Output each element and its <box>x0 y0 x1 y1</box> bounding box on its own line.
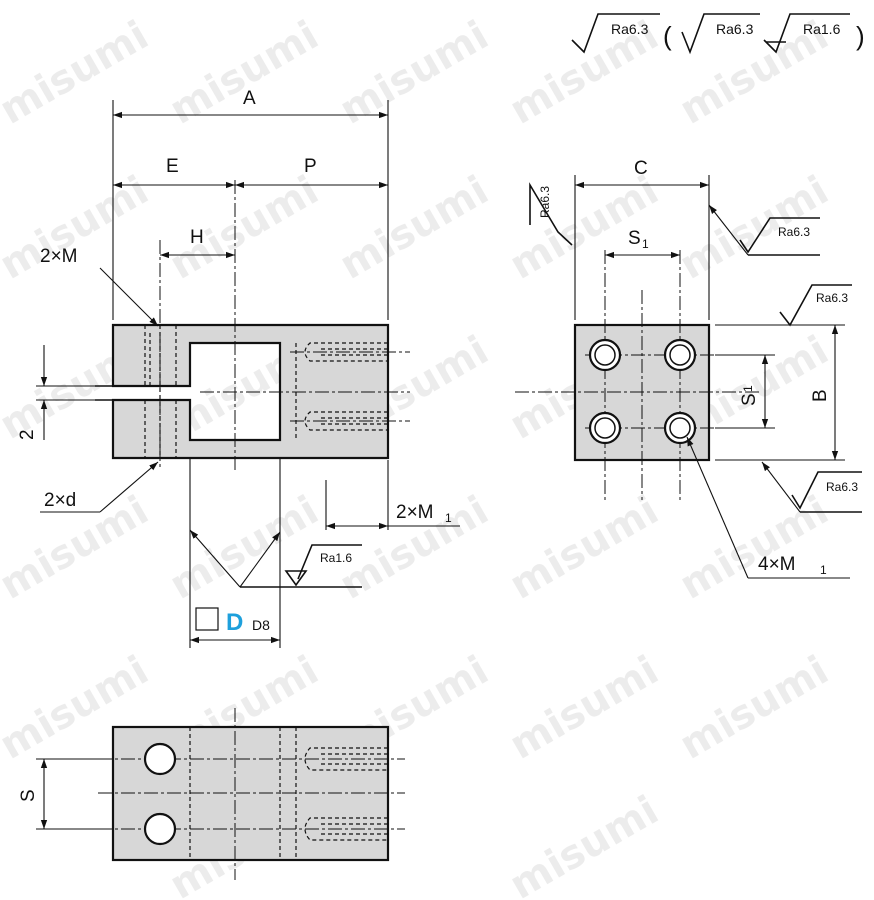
square-symbol <box>195 607 219 631</box>
watermark: misumi <box>502 787 666 900</box>
tapped-hole-inner <box>594 417 616 439</box>
dimension-p-label: P <box>304 156 317 177</box>
dimension-h-label: H <box>190 227 204 248</box>
roughness-bottom-right-value: Ra6.3 <box>826 480 858 494</box>
leader-4xm1 <box>686 436 749 579</box>
bottom-view: S <box>18 708 405 880</box>
watermark: misumi <box>0 487 156 608</box>
dimension-slot-label: 2 <box>17 429 38 440</box>
dimension-s-label: S <box>18 789 39 802</box>
watermark: misumi <box>502 487 666 608</box>
tapped-hole-hidden <box>304 747 388 771</box>
roughness-symbol <box>779 284 852 327</box>
paren-open: ( <box>663 21 672 51</box>
dimension-s1v-label: S <box>739 393 760 406</box>
dimension-d-label: D <box>226 609 243 636</box>
watermark: misumi <box>672 487 836 608</box>
roughness-symbol <box>529 182 573 246</box>
dimension-s1-subscript: 1 <box>642 237 649 251</box>
tapped-hole-hidden <box>304 411 388 431</box>
roughness-symbol <box>297 544 362 580</box>
roughness-top-right-value: Ra6.3 <box>778 225 810 239</box>
roughness-symbol <box>739 217 820 254</box>
label-2xd: 2×d <box>44 490 76 511</box>
dimension-b-label: B <box>810 389 831 402</box>
front-view-body <box>111 323 390 460</box>
dimension-d-tolerance: D8 <box>252 617 270 633</box>
tapped-hole-hidden <box>318 823 388 835</box>
tapped-hole-hidden <box>304 817 388 841</box>
roughness-symbol <box>284 570 308 587</box>
tapped-hole-hidden <box>304 342 388 362</box>
leader-2xm <box>99 267 159 327</box>
label-4xm1: 4×M <box>758 554 796 575</box>
roughness-slot-value: Ra1.6 <box>320 551 352 565</box>
tapped-hole-hidden <box>318 417 388 425</box>
tapped-hole-inner <box>669 417 691 439</box>
roughness-symbol <box>791 471 862 510</box>
roughness-mid-right-value: Ra6.3 <box>816 291 848 305</box>
dimension-s1v-subscript: 1 <box>741 385 755 392</box>
roughness-symbol <box>571 13 660 54</box>
dimension-s1-label: S <box>628 228 641 249</box>
through-hole <box>143 812 177 846</box>
roughness-header: Ra6.3 ( Ra6.3 Ra1.6 ) <box>571 13 865 55</box>
roughness-left-value: Ra6.3 <box>538 186 552 218</box>
leader-2xd <box>99 461 159 513</box>
roughness-symbol <box>763 13 850 54</box>
label-4xm1-subscript: 1 <box>820 563 827 577</box>
front-view: A E P H 2×M 2 2×d 2×M 1 D <box>17 88 460 648</box>
watermark: misumi <box>162 487 326 608</box>
watermark: misumi <box>672 647 836 768</box>
through-hole <box>143 742 177 776</box>
tapped-hole-inner <box>594 344 616 366</box>
label-2xm1-subscript: 1 <box>445 511 452 525</box>
tapped-hole-hidden <box>318 753 388 765</box>
roughness-leader <box>189 529 241 588</box>
roughness-leader <box>708 204 749 256</box>
tapped-hole-inner <box>669 344 691 366</box>
dimension-c-label: C <box>634 158 648 179</box>
dimension-a-label: A <box>243 88 256 109</box>
watermark: misumi <box>502 647 666 768</box>
side-view: C S 1 S 1 B Ra6.3 Ra6.3 Ra6.3 Ra6.3 <box>515 158 862 579</box>
roughness-leader <box>239 531 281 588</box>
roughness-alt1-value: Ra6.3 <box>716 21 754 37</box>
label-2xm: 2×M <box>40 246 78 267</box>
roughness-symbol <box>681 13 760 55</box>
paren-close: ) <box>856 21 865 51</box>
roughness-leader <box>761 461 801 513</box>
label-2xm1: 2×M <box>396 502 434 523</box>
dimension-e-label: E <box>166 156 179 177</box>
roughness-alt2-value: Ra1.6 <box>803 21 841 37</box>
roughness-main-value: Ra6.3 <box>611 21 649 37</box>
tapped-hole-hidden <box>318 348 388 356</box>
